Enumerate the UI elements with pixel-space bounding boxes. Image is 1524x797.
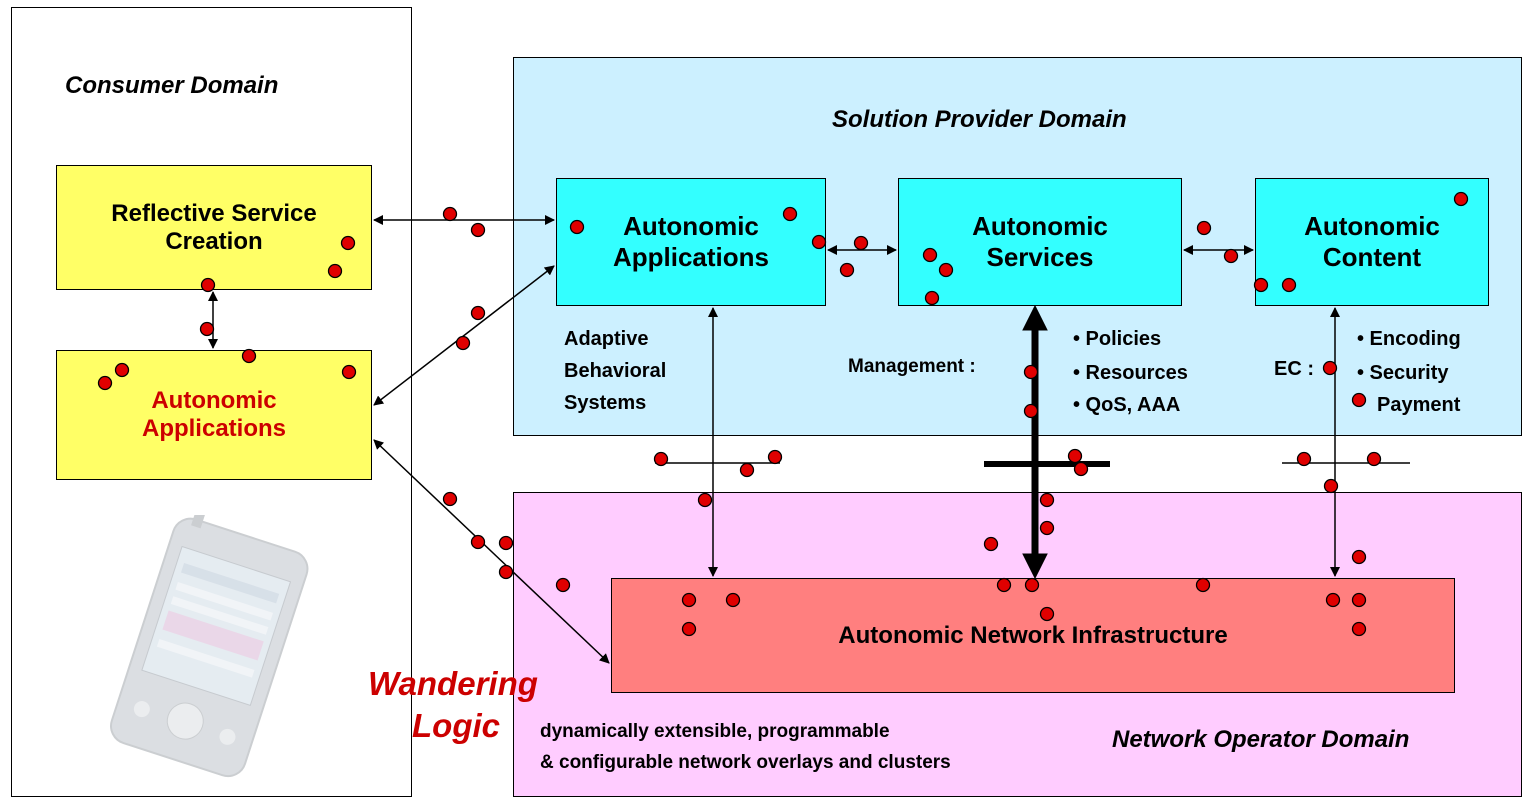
ec-label: EC :	[1274, 358, 1314, 380]
management-item-resources: • Resources	[1073, 362, 1188, 384]
logic-dot	[1223, 248, 1239, 264]
consumer-autonomic-applications-label: Autonomic Applications	[141, 387, 286, 442]
ec-item-payment: Payment	[1377, 394, 1461, 416]
management-item-policies: • Policies	[1073, 328, 1162, 350]
autonomic-applications-label: Autonomic Applications	[612, 211, 769, 272]
logic-dot	[442, 206, 458, 222]
pda-device-illustration	[95, 506, 325, 780]
consumer-domain-title: Consumer Domain	[65, 72, 279, 99]
logic-dot	[1195, 577, 1211, 593]
logic-dot	[470, 534, 486, 550]
logic-dot	[1366, 451, 1382, 467]
ec-item-security: • Security	[1357, 362, 1449, 384]
logic-label: Logic	[412, 707, 500, 744]
logic-dot	[1351, 549, 1367, 565]
logic-dot	[455, 335, 471, 351]
logic-dot	[327, 263, 343, 279]
logic-dot	[681, 592, 697, 608]
logic-dot	[498, 535, 514, 551]
logic-dot	[1196, 220, 1212, 236]
logic-dot	[200, 277, 216, 293]
logic-dot	[938, 262, 954, 278]
arrow-consumer-apps-to-apps	[373, 265, 555, 406]
logic-dot	[1039, 492, 1055, 508]
logic-dot	[996, 577, 1012, 593]
logic-dot	[498, 564, 514, 580]
logic-dot	[1351, 392, 1367, 408]
logic-dot	[1067, 448, 1083, 464]
logic-dot	[1325, 592, 1341, 608]
logic-dot	[653, 451, 669, 467]
reflective-service-creation-box: Reflective Service Creation	[56, 165, 372, 290]
logic-dot	[739, 462, 755, 478]
consumer-autonomic-applications-box: Autonomic Applications	[56, 350, 372, 480]
adaptive-label-line1: Adaptive	[564, 328, 649, 350]
logic-dot	[1322, 360, 1338, 376]
logic-dot	[1023, 364, 1039, 380]
logic-dot	[782, 206, 798, 222]
logic-dot	[470, 222, 486, 238]
autonomic-network-infrastructure-box: Autonomic Network Infrastructure	[611, 578, 1455, 693]
logic-dot	[1253, 277, 1269, 293]
autonomic-services-label: Autonomic Services	[972, 211, 1108, 272]
solution-provider-domain-title: Solution Provider Domain	[832, 106, 1127, 133]
autonomic-services-box: Autonomic Services	[898, 178, 1182, 306]
logic-dot	[1023, 403, 1039, 419]
adaptive-label-line3: Systems	[564, 392, 647, 414]
logic-dot	[853, 235, 869, 251]
logic-dot	[569, 219, 585, 235]
autonomic-content-label: Autonomic Content	[1304, 211, 1440, 272]
logic-dot	[199, 321, 215, 337]
logic-dot	[555, 577, 571, 593]
logic-dot	[1039, 606, 1055, 622]
logic-dot	[1281, 277, 1297, 293]
logic-dot	[983, 536, 999, 552]
logic-dot	[839, 262, 855, 278]
overlay-description-line1: dynamically extensible, programmable	[540, 721, 890, 742]
logic-dot	[340, 235, 356, 251]
logic-dot	[697, 492, 713, 508]
wandering-label: Wandering	[368, 665, 538, 702]
network-operator-domain-title: Network Operator Domain	[1112, 726, 1410, 753]
logic-dot	[681, 621, 697, 637]
logic-dot	[1073, 461, 1089, 477]
logic-dot	[1296, 451, 1312, 467]
autonomic-network-infrastructure-label: Autonomic Network Infrastructure	[838, 621, 1228, 649]
logic-dot	[341, 364, 357, 380]
overlay-description-line2: & configurable network overlays and clus…	[540, 752, 951, 773]
management-item-qos: • QoS, AAA	[1073, 394, 1181, 416]
logic-dot	[442, 491, 458, 507]
logic-dot	[241, 348, 257, 364]
management-label: Management :	[848, 356, 976, 377]
logic-dot	[470, 305, 486, 321]
logic-dot	[1039, 520, 1055, 536]
logic-dot	[811, 234, 827, 250]
logic-dot	[922, 247, 938, 263]
logic-dot	[767, 449, 783, 465]
logic-dot	[1351, 621, 1367, 637]
logic-dot	[1323, 478, 1339, 494]
logic-dot	[1024, 577, 1040, 593]
logic-dot	[725, 592, 741, 608]
logic-dot	[1453, 191, 1469, 207]
autonomic-applications-box: Autonomic Applications	[556, 178, 826, 306]
reflective-service-creation-label: Reflective Service Creation	[111, 199, 317, 255]
logic-dot	[114, 362, 130, 378]
ec-item-encoding: • Encoding	[1357, 328, 1461, 350]
logic-dot	[97, 375, 113, 391]
arrow-consumer-apps-to-infra	[373, 439, 610, 664]
logic-dot	[1351, 592, 1367, 608]
adaptive-label-line2: Behavioral	[564, 360, 667, 382]
logic-dot	[924, 290, 940, 306]
